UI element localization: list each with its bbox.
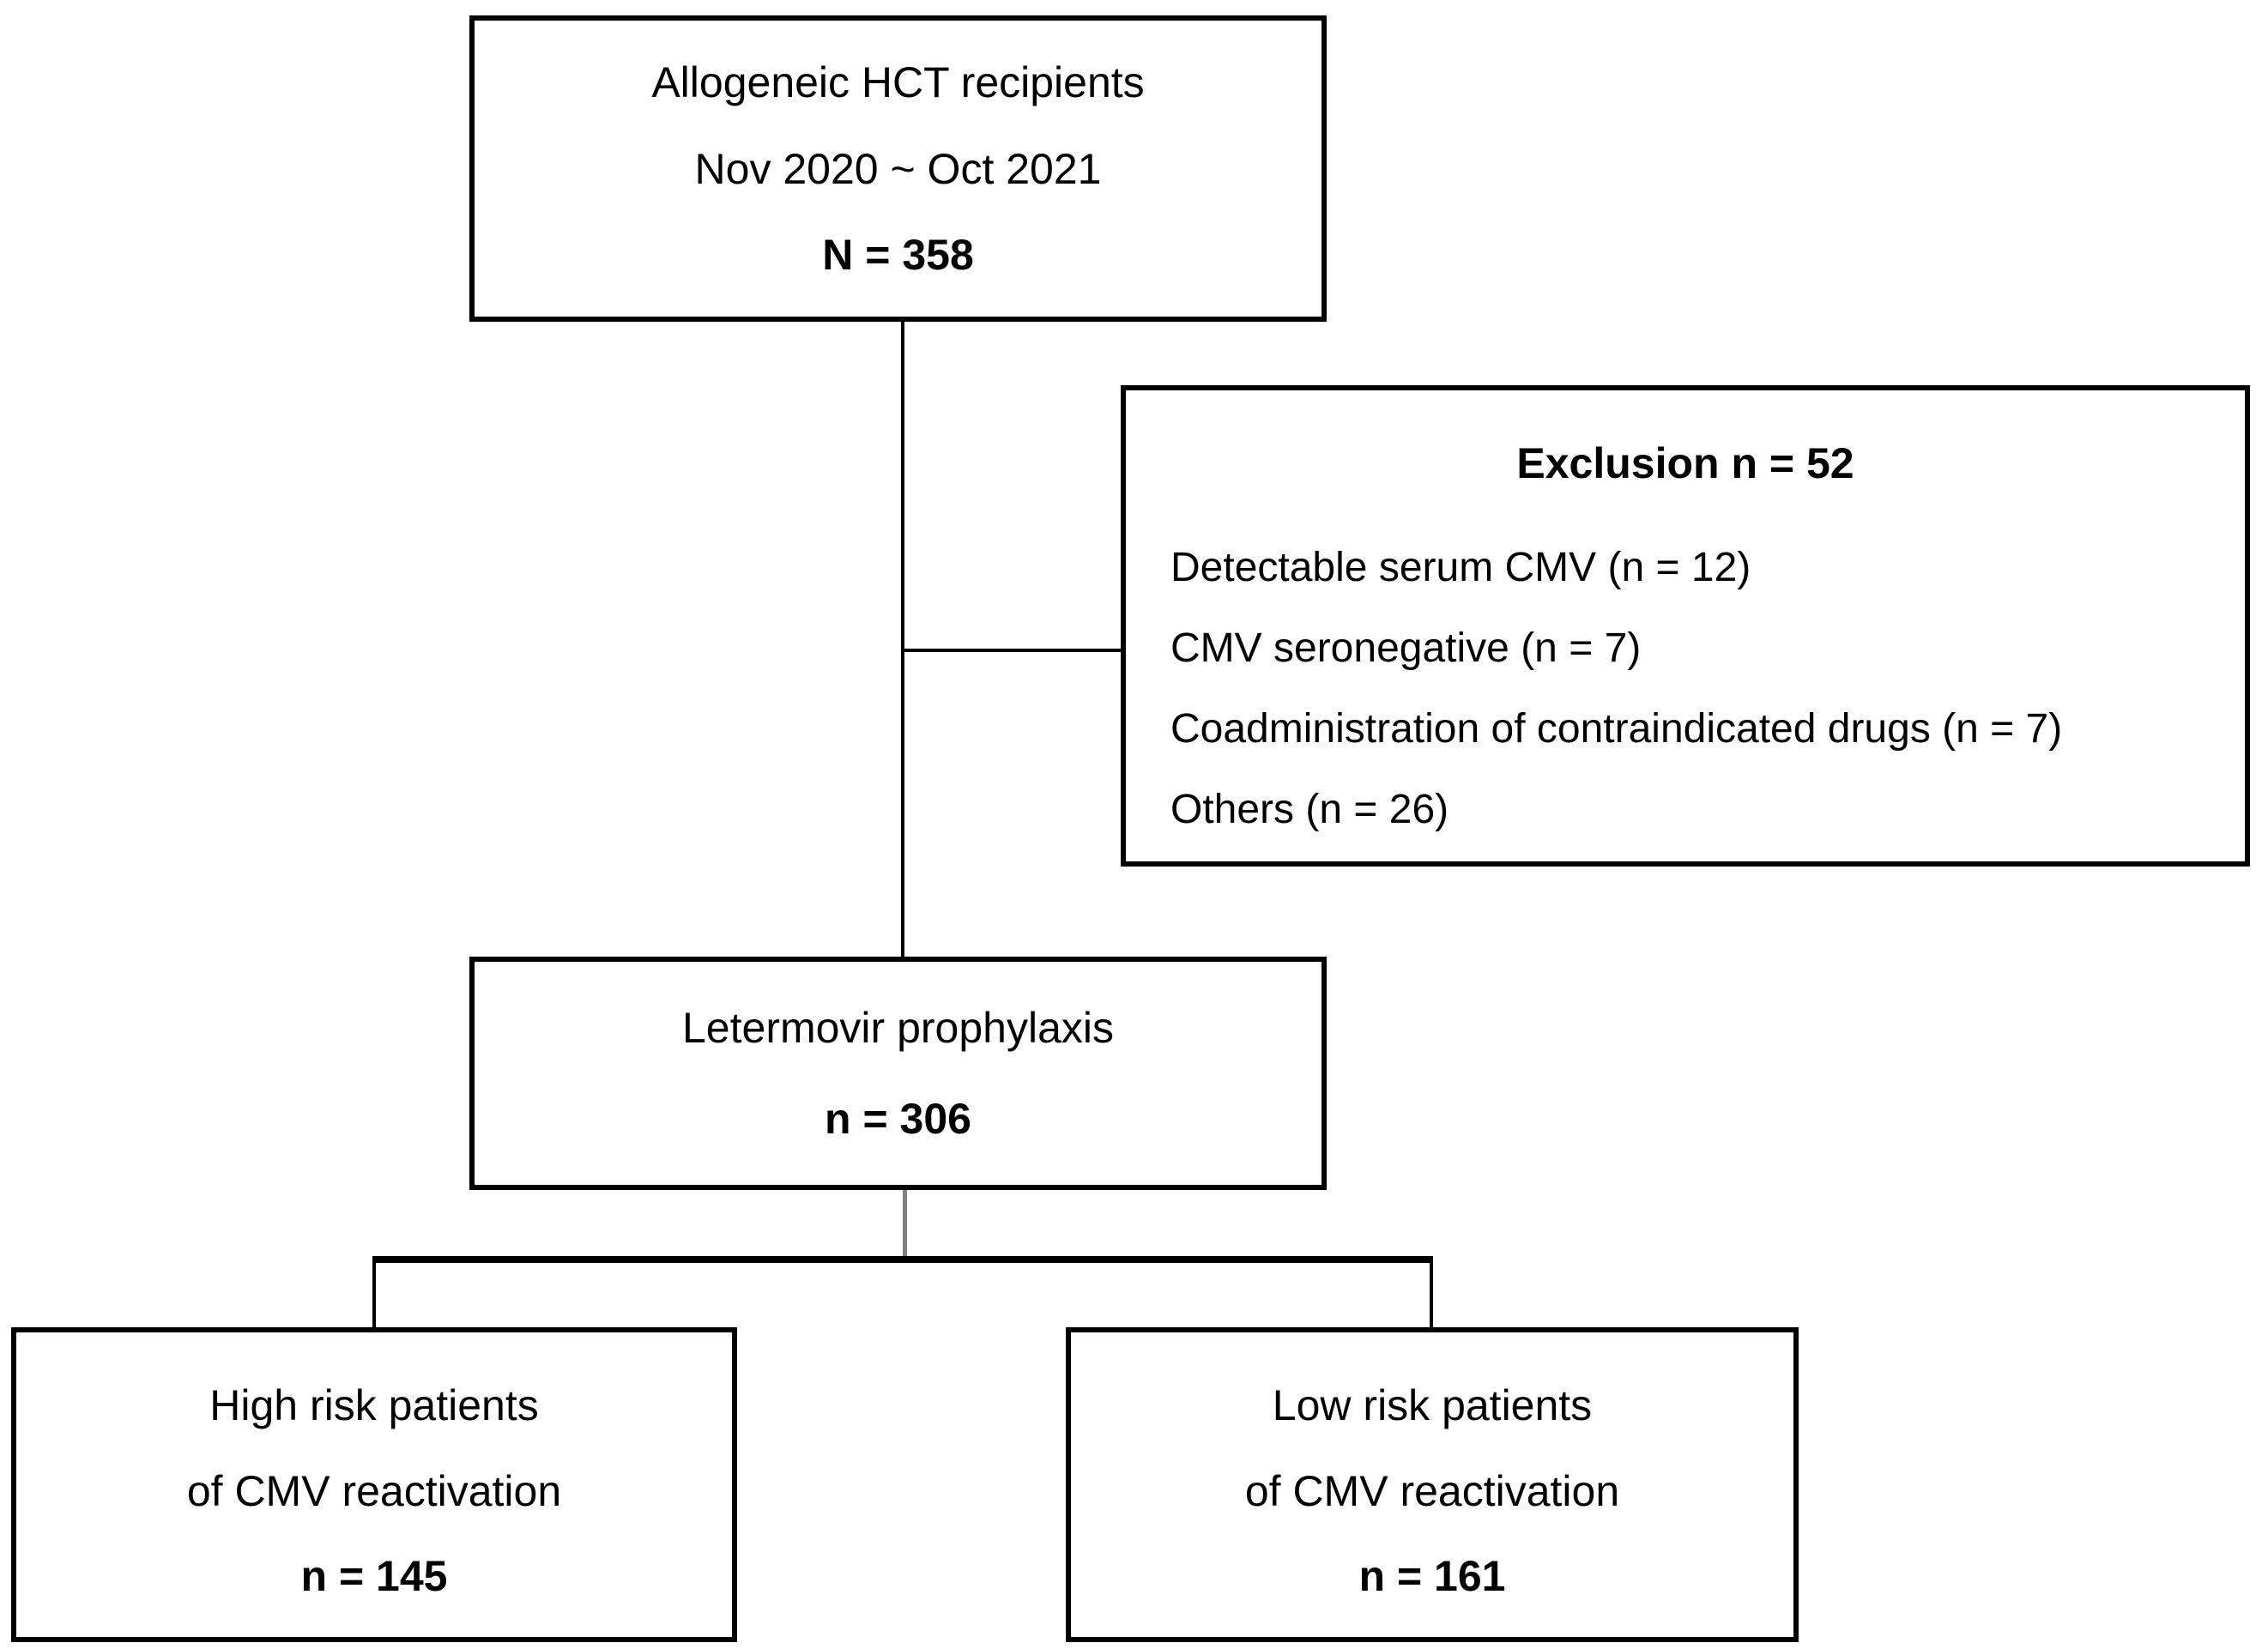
connector-middle-to-split [903,1190,907,1263]
connector-top-to-middle [901,322,904,957]
top-box-date-range: Nov 2020 ~ Oct 2021 [694,144,1102,193]
low-risk-patients-box: Low risk patients of CMV reactivation n … [1066,1327,1799,1642]
top-box-population-label: Allogeneic HCT recipients [651,57,1145,106]
left-box-label-line2: of CMV reactivation [186,1466,562,1515]
right-box-label-line1: Low risk patients [1272,1380,1593,1429]
exclusion-item-cmv-seronegative: CMV seronegative (n = 7) [1170,625,1642,671]
connector-split-to-left-box [372,1263,376,1329]
exclusion-box: Exclusion n = 52 Detectable serum CMV (n… [1121,385,2250,867]
connector-branch-to-exclusion [903,649,1121,652]
middle-box-count: n = 306 [825,1095,971,1143]
exclusion-item-detectable-cmv: Detectable serum CMV (n = 12) [1170,545,1751,590]
exclusion-item-contraindicated-drugs: Coadministration of contraindicated drug… [1170,706,2063,752]
letermovir-prophylaxis-box: Letermovir prophylaxis n = 306 [469,957,1327,1190]
middle-box-label: Letermovir prophylaxis [682,1004,1114,1052]
top-box-count: N = 358 [822,231,974,280]
connector-split-horizontal [372,1256,1433,1263]
connector-split-to-right-box [1430,1263,1433,1329]
exclusion-title: Exclusion n = 52 [1516,439,1854,487]
left-box-count: n = 145 [300,1552,448,1601]
left-box-label-line1: High risk patients [209,1380,539,1429]
right-box-label-line2: of CMV reactivation [1244,1466,1620,1515]
high-risk-patients-box: High risk patients of CMV reactivation n… [11,1327,737,1642]
right-box-count: n = 161 [1358,1552,1506,1601]
allogeneic-hct-recipients-box: Allogeneic HCT recipients Nov 2020 ~ Oct… [469,15,1327,322]
exclusion-item-others: Others (n = 26) [1170,787,1449,832]
